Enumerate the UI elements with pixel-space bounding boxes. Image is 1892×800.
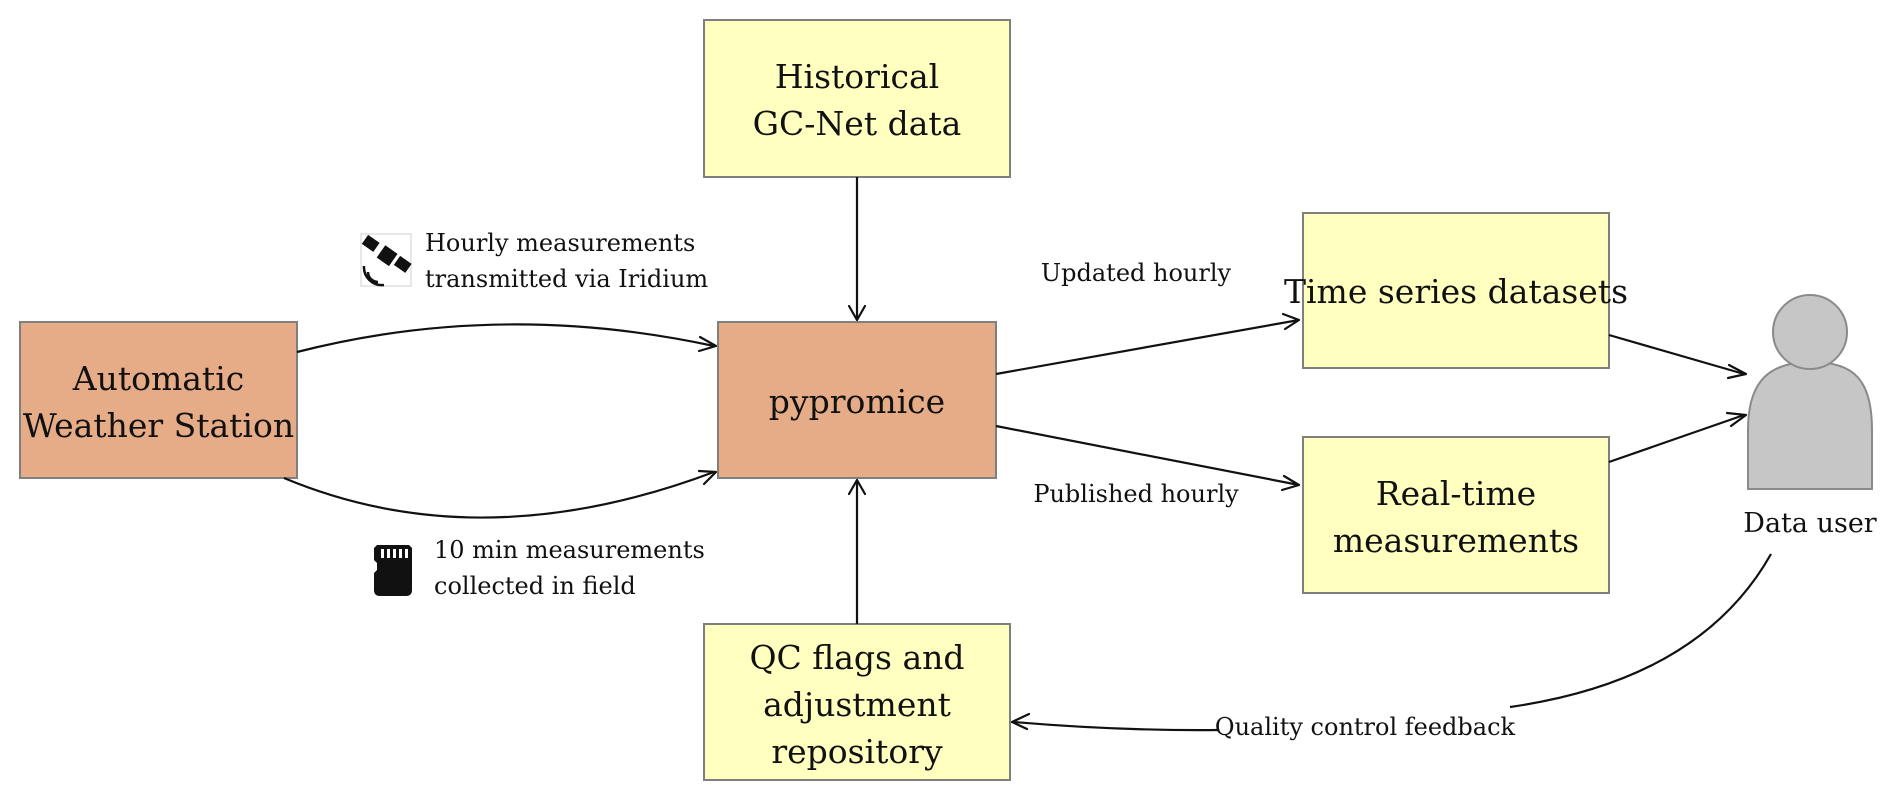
- tenmin-label-line2: collected in field: [434, 572, 636, 600]
- feedback-arrowhead: [1010, 712, 1031, 731]
- historical-box: [703, 19, 1011, 178]
- tenmin-label-line1: 10 min measurements: [434, 536, 705, 564]
- edge-aws-to-pypromice-10min: [283, 469, 718, 519]
- edge-timeseries-to-user: [1608, 333, 1748, 380]
- feedback-curve-upper: [1509, 553, 1772, 709]
- timeseries-label: Time series datasets: [1284, 272, 1628, 311]
- hourly-curve: [296, 323, 715, 354]
- pypromice-box: [717, 321, 997, 479]
- feedback-curve-lower: [1013, 720, 1220, 732]
- sd-card-icon: [374, 545, 412, 596]
- qc-label-line3: repository: [771, 732, 943, 771]
- published-line: [995, 424, 1300, 487]
- hourly-label-line1: Hourly measurements: [425, 229, 695, 257]
- satellite-icon: [360, 233, 412, 287]
- person-body-icon: [1747, 360, 1873, 490]
- qc-label-line1: QC flags and: [749, 638, 964, 677]
- aws-box: [19, 321, 298, 479]
- hourly-label-line2: transmitted via Iridium: [425, 265, 708, 293]
- published-label: Published hourly: [1033, 480, 1239, 508]
- edge-user-to-qc-feedback: [1010, 553, 1772, 732]
- pypromice-label: pypromice: [769, 382, 945, 421]
- person-head-icon: [1772, 294, 1848, 370]
- aws-label-line1: Automatic: [72, 359, 244, 398]
- realtime-label-line2: measurements: [1333, 521, 1579, 560]
- timeseries-to-user-arrowhead: [1726, 363, 1748, 380]
- timeseries-to-user-line: [1608, 333, 1745, 376]
- edge-historical-to-pypromice: [847, 177, 867, 322]
- hourly-arrowhead: [697, 335, 718, 353]
- realtime-box: [1302, 436, 1610, 594]
- node-real-time-measurements: Real-time measurements: [1302, 436, 1610, 594]
- data-user-label: Data user: [1743, 508, 1876, 539]
- node-automatic-weather-station: Automatic Weather Station: [19, 321, 298, 479]
- updated-arrowhead: [1281, 312, 1301, 331]
- historical-label-line2: GC-Net data: [753, 104, 962, 143]
- published-arrowhead: [1280, 474, 1301, 492]
- edge-qc-to-pypromice: [847, 478, 867, 624]
- qc-to-pypromice-arrowhead: [847, 478, 867, 496]
- updated-label: Updated hourly: [1041, 259, 1232, 287]
- edge-aws-to-pypromice-hourly: [296, 323, 718, 354]
- realtime-label-line1: Real-time: [1376, 474, 1536, 513]
- historical-label-line1: Historical: [775, 57, 939, 96]
- timeseries-box: [1302, 212, 1610, 369]
- edge-realtime-to-user: [1608, 411, 1748, 464]
- aws-label-line2: Weather Station: [23, 406, 294, 445]
- updated-line: [995, 318, 1300, 376]
- realtime-to-user-line: [1608, 413, 1745, 464]
- node-pypromice: pypromice: [717, 321, 997, 479]
- tenmin-curve: [283, 470, 715, 519]
- realtime-to-user-arrowhead: [1725, 411, 1748, 428]
- node-historical-gcnet: Historical GC-Net data: [703, 19, 1011, 178]
- qc-label-line2: adjustment: [763, 685, 951, 724]
- historical-to-pypromice-arrowhead: [847, 304, 867, 322]
- edge-pypromice-to-realtime: [995, 424, 1301, 492]
- edge-pypromice-to-timeseries: [995, 312, 1301, 376]
- feedback-label: Quality control feedback: [1215, 713, 1516, 741]
- node-data-user: Data user: [1743, 294, 1877, 539]
- node-time-series-datasets: Time series datasets: [1284, 212, 1628, 369]
- tenmin-arrowhead: [697, 469, 718, 486]
- node-qc-repository: QC flags and adjustment repository: [703, 623, 1011, 781]
